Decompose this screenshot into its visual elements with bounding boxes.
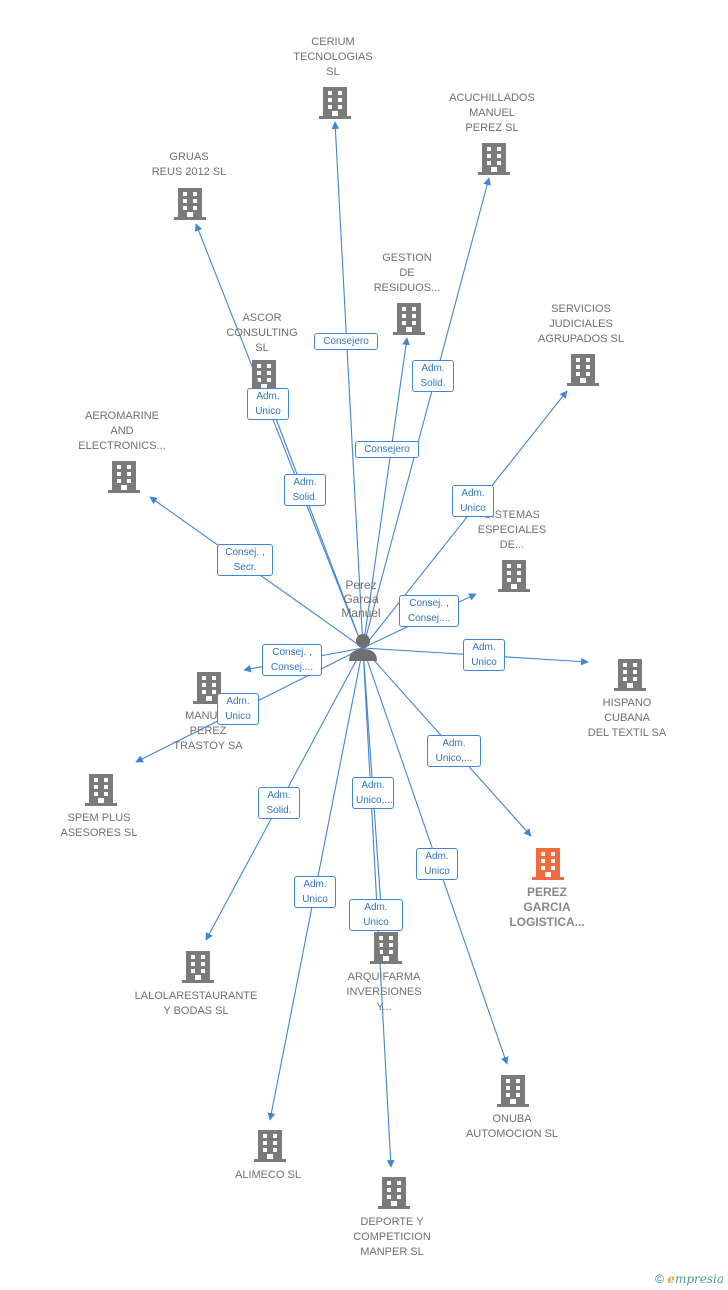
building-icon[interactable] bbox=[532, 848, 564, 880]
company-label-alimeco[interactable]: ALIMECO SL bbox=[234, 1169, 302, 1181]
company-label-gruas[interactable]: GRUAS REUS 2012 SL bbox=[151, 151, 227, 178]
building-icon[interactable] bbox=[108, 461, 140, 493]
building-icon[interactable] bbox=[254, 1130, 286, 1162]
building-icon[interactable] bbox=[478, 143, 510, 175]
relation-label-ascor: Adm. Unico bbox=[247, 388, 289, 420]
company-label-hispano[interactable]: HISPANO CUBANA DEL TEXTIL SA bbox=[587, 697, 667, 739]
building-icon[interactable] bbox=[174, 188, 206, 220]
relation-label-aeromarine: Consej. , Secr. bbox=[217, 544, 273, 576]
person-icon[interactable] bbox=[349, 634, 377, 661]
building-icon[interactable] bbox=[378, 1177, 410, 1209]
company-label-aeromarine[interactable]: AEROMARINE AND ELECTRONICS... bbox=[78, 410, 166, 452]
relation-label-cerium: Consejero bbox=[314, 332, 378, 350]
edge-cerium bbox=[331, 121, 364, 649]
building-icon[interactable] bbox=[85, 774, 117, 806]
relation-label-spem: Adm. Unico bbox=[217, 693, 259, 725]
building-icon[interactable] bbox=[498, 560, 530, 592]
brand-logo: empresia bbox=[667, 1272, 724, 1286]
company-label-spem[interactable]: SPEM PLUS ASESORES SL bbox=[60, 812, 138, 839]
relation-label-hispano: Adm. Unico bbox=[463, 639, 505, 671]
building-icon[interactable] bbox=[182, 951, 214, 983]
relation-label-lalola: Adm. Solid. bbox=[258, 787, 300, 819]
company-label-gestion[interactable]: GESTION DE RESIDUOS... bbox=[373, 252, 441, 294]
relation-label-deporte: Adm. Unico bbox=[349, 899, 403, 931]
relation-label-acuchillados: Adm. Solid. bbox=[412, 360, 454, 392]
footer-brand[interactable]: © empresia bbox=[655, 1272, 724, 1286]
company-label-ascor[interactable]: ASCOR CONSULTING SL bbox=[226, 312, 298, 354]
relation-label-arquifarma: Adm. Unico,... bbox=[352, 777, 394, 809]
company-label-cerium[interactable]: CERIUM TECNOLOGIAS SL bbox=[293, 36, 373, 78]
building-icon[interactable] bbox=[497, 1075, 529, 1107]
building-icon[interactable] bbox=[370, 932, 402, 964]
relation-label-perez_garcia: Adm. Unico,... bbox=[427, 735, 481, 767]
edge-ascor bbox=[265, 394, 364, 649]
copyright-symbol: © bbox=[655, 1272, 664, 1286]
company-label-perez_garcia[interactable]: PEREZ GARCIA LOGISTICA... bbox=[509, 885, 585, 929]
edge-gruas bbox=[194, 223, 364, 649]
edge-acuchillados bbox=[362, 177, 491, 649]
relation-label-gestion: Consejero bbox=[355, 440, 419, 458]
company-label-sistemas[interactable]: SISTEMAS ESPECIALES DE... bbox=[477, 509, 547, 551]
building-icon[interactable] bbox=[567, 354, 599, 386]
building-icon[interactable] bbox=[614, 659, 646, 691]
company-label-arquifarma[interactable]: ARQUIFARMA INVERSIONES Y... bbox=[346, 971, 422, 1013]
company-label-lalola[interactable]: LALOLARESTAURANTE Y BODAS SL bbox=[134, 990, 258, 1017]
company-label-onuba[interactable]: ONUBA AUTOMOCION SL bbox=[465, 1113, 559, 1140]
company-label-acuchillados[interactable]: ACUCHILLADOS MANUEL PEREZ SL bbox=[449, 92, 535, 134]
building-icon[interactable] bbox=[393, 303, 425, 335]
relation-label-gruas: Adm. Solid. bbox=[284, 474, 326, 506]
edge-servicios bbox=[362, 390, 568, 649]
relation-label-manuel_perez: Consej. , Consej.... bbox=[262, 644, 322, 676]
nodes-layer bbox=[85, 87, 646, 1209]
relation-label-servicios: Adm. Unico bbox=[452, 485, 494, 517]
relation-label-sistemas: Consej. , Consej.... bbox=[399, 595, 459, 627]
relation-label-onuba: Adm. Unico bbox=[416, 848, 458, 880]
company-label-deporte[interactable]: DEPORTE Y COMPETICION MANPER SL bbox=[353, 1216, 431, 1258]
building-icon[interactable] bbox=[319, 87, 351, 119]
person-name-label[interactable]: Perez Garcia Manuel bbox=[341, 578, 381, 620]
company-label-servicios[interactable]: SERVICIOS JUDICIALES AGRUPADOS SL bbox=[538, 303, 624, 345]
relation-label-alimeco: Adm. Unico bbox=[294, 876, 336, 908]
edge-gestion bbox=[362, 337, 410, 649]
